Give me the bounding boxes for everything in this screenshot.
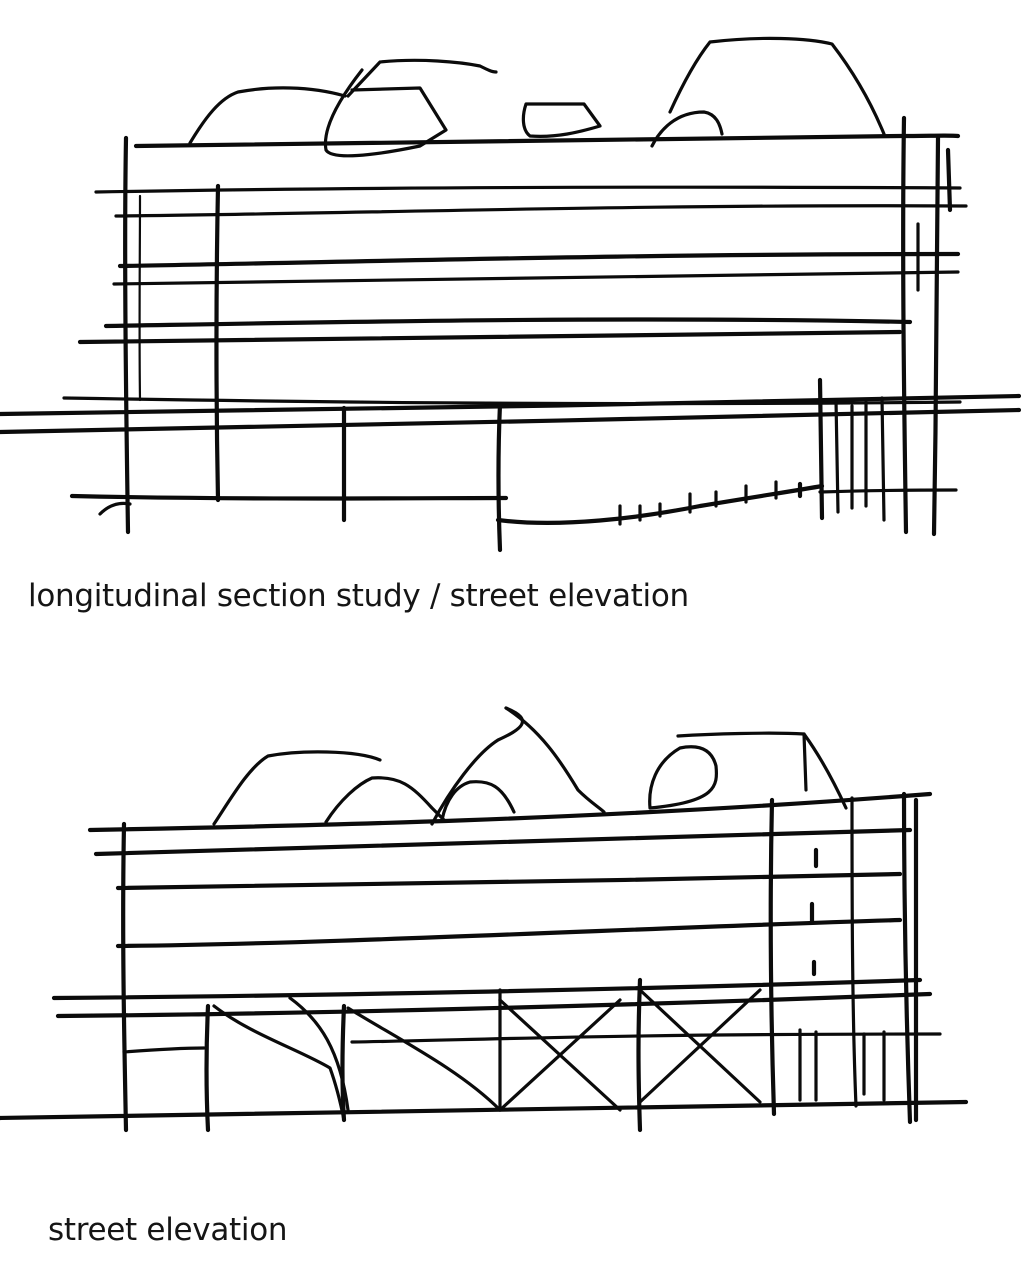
base-line-left <box>69 493 509 501</box>
roof-volume-right <box>668 36 886 136</box>
base-line-right <box>818 488 958 494</box>
floor-line-6 <box>350 1032 942 1044</box>
floor-line-left-stub <box>122 1046 206 1054</box>
roof-volume-left-inner <box>324 776 446 824</box>
floor-line-3 <box>117 251 961 269</box>
roof-volume-right-edge <box>802 732 808 792</box>
column-right-1 <box>901 115 909 535</box>
ground-line <box>0 1099 969 1121</box>
floor-line-1 <box>94 185 962 194</box>
brace-x2 <box>498 998 622 1112</box>
caption-longitudinal-section: longitudinal section study / street elev… <box>28 578 689 614</box>
roof-volume-spire-right <box>504 706 606 814</box>
column-right-1 <box>901 791 913 1125</box>
longitudinal-section-sketch <box>0 36 1021 553</box>
column-2 <box>214 183 221 503</box>
brace-1 <box>212 1004 346 1122</box>
column-4 <box>496 401 503 553</box>
floor-line-4 <box>51 977 923 1001</box>
floor-line-6 <box>77 329 903 345</box>
floor-line-3 <box>115 917 903 949</box>
floor-line-4 <box>112 270 960 286</box>
roof-volume-small <box>440 780 516 822</box>
roof-volume-small <box>521 102 602 138</box>
column-5b <box>834 398 840 514</box>
columns <box>123 115 953 553</box>
column-left-edge <box>123 135 131 535</box>
brace-3 <box>346 1006 502 1112</box>
floor-line-5 <box>55 991 933 1019</box>
roof-volume-left <box>212 750 382 826</box>
column-2 <box>204 1003 211 1133</box>
roof-volumes <box>188 36 886 158</box>
floor-line-1 <box>93 827 913 857</box>
roof-volume-left <box>188 86 347 145</box>
column-left-edge <box>121 821 129 1133</box>
roof-volume-right-inner <box>648 745 719 810</box>
floor-lines <box>0 791 969 1121</box>
floor-line-5 <box>103 317 913 329</box>
floor-ticks <box>809 847 819 977</box>
brace-2 <box>288 996 350 1112</box>
cross-bracing <box>212 988 762 1122</box>
roof-volumes <box>212 706 848 826</box>
columns <box>121 791 919 1133</box>
column-6 <box>850 796 858 1108</box>
column-5e <box>880 396 886 522</box>
roof-line <box>87 791 933 833</box>
ground-line-1 <box>0 393 1021 417</box>
roof-volume-right-inner <box>650 110 724 148</box>
column-3 <box>340 1003 347 1123</box>
column-right-stub <box>945 147 953 213</box>
roof-volume-center-inner <box>323 68 448 158</box>
roof-volume-center <box>346 58 498 98</box>
brace-x4 <box>638 988 762 1104</box>
floor-line-2 <box>115 871 903 891</box>
ramp-ticks <box>618 480 803 526</box>
ground-line-3 <box>62 396 962 406</box>
column-5 <box>768 797 777 1117</box>
column-5a <box>817 377 825 521</box>
ground-line-2 <box>0 407 1021 435</box>
street-elevation-sketch <box>0 706 969 1133</box>
floor-line-2 <box>114 204 968 218</box>
column-right-2 <box>931 135 941 537</box>
ramp-line <box>495 483 825 525</box>
roof-line <box>133 133 961 149</box>
caption-street-elevation: street elevation <box>48 1212 288 1248</box>
column-4 <box>636 977 643 1133</box>
